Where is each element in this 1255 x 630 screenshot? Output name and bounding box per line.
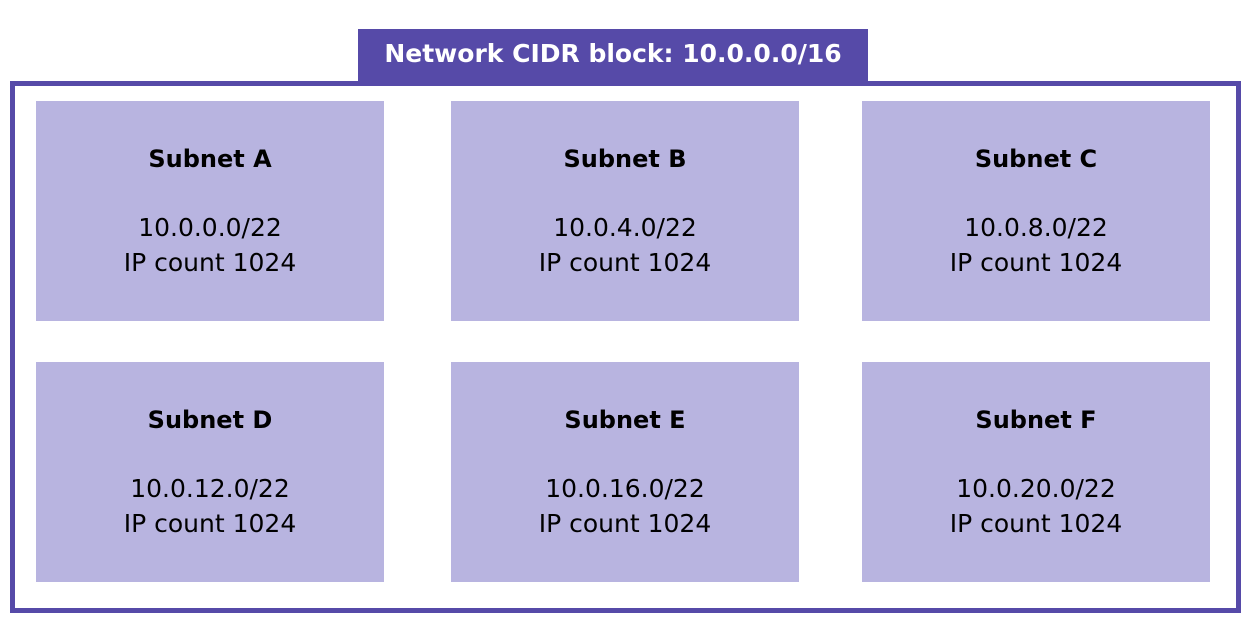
- subnet-ip-count: IP count 1024: [949, 248, 1123, 277]
- subnet-ip-count: IP count 1024: [538, 248, 712, 277]
- subnet-name: Subnet B: [563, 145, 687, 173]
- subnet-e-box: Subnet E 10.0.16.0/22 IP count 1024: [451, 362, 799, 582]
- subnet-ip-count: IP count 1024: [123, 248, 297, 277]
- subnet-c-box: Subnet C 10.0.8.0/22 IP count 1024: [862, 101, 1210, 321]
- subnet-cidr: 10.0.4.0/22: [553, 213, 697, 242]
- subnet-b-box: Subnet B 10.0.4.0/22 IP count 1024: [451, 101, 799, 321]
- subnet-cidr: 10.0.8.0/22: [964, 213, 1108, 242]
- network-cidr-title: Network CIDR block: 10.0.0.0/16: [384, 38, 842, 68]
- subnet-cidr: 10.0.12.0/22: [130, 474, 290, 503]
- subnet-f-box: Subnet F 10.0.20.0/22 IP count 1024: [862, 362, 1210, 582]
- network-cidr-header: Network CIDR block: 10.0.0.0/16: [358, 29, 868, 81]
- subnet-ip-count: IP count 1024: [123, 509, 297, 538]
- subnet-name: Subnet D: [147, 406, 273, 434]
- subnet-name: Subnet C: [974, 145, 1098, 173]
- subnet-ip-count: IP count 1024: [949, 509, 1123, 538]
- subnet-name: Subnet F: [975, 406, 1097, 434]
- subnet-name: Subnet A: [148, 145, 272, 173]
- subnet-d-box: Subnet D 10.0.12.0/22 IP count 1024: [36, 362, 384, 582]
- subnet-a-box: Subnet A 10.0.0.0/22 IP count 1024: [36, 101, 384, 321]
- subnet-ip-count: IP count 1024: [538, 509, 712, 538]
- subnet-cidr: 10.0.16.0/22: [545, 474, 705, 503]
- subnet-name: Subnet E: [564, 406, 686, 434]
- subnet-cidr: 10.0.20.0/22: [956, 474, 1116, 503]
- subnet-cidr: 10.0.0.0/22: [138, 213, 282, 242]
